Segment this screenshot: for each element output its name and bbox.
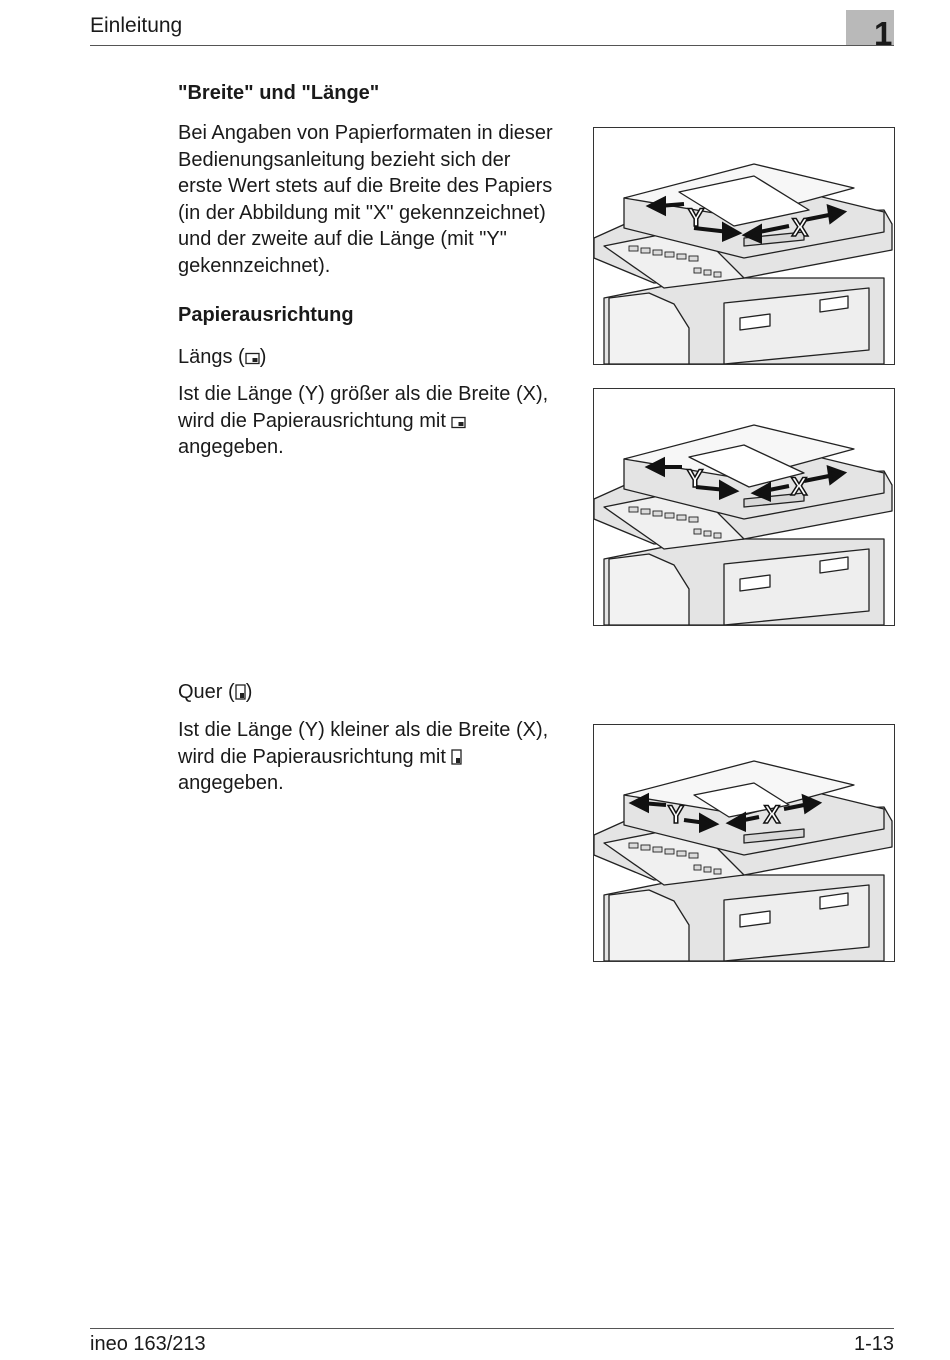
paragraph-line-text: wird die Papierausrichtung mit [178, 409, 446, 432]
paragraph-laengs: Ist die Länge (Y) größer als die Breite … [178, 381, 583, 461]
paragraph-line-text: wird die Papierausrichtung mit [178, 745, 446, 768]
landscape-orientation-icon [245, 352, 260, 365]
paragraph-line: und der zweite auf die Länge (mit "Y" [178, 228, 507, 250]
label-quer-suffix: ) [245, 681, 253, 703]
chapter-tab [846, 10, 894, 46]
paragraph-breite-laenge: Bei Angaben von Papierformaten in dieser… [178, 120, 583, 279]
heading-papierausrichtung: Papierausrichtung [178, 304, 354, 326]
paragraph-line: wird die Papierausrichtung mit [178, 744, 583, 771]
label-laengs: Längs () [178, 344, 266, 371]
figure-x-label: X [791, 473, 808, 501]
header-divider [90, 45, 894, 46]
paragraph-line: (in der Abbildung mit "X" gekennzeichnet… [178, 201, 546, 224]
paragraph-line: Bei Angaben von Papierformaten in dieser [178, 122, 553, 144]
paragraph-line: Ist die Länge (Y) größer als die Breite … [178, 383, 549, 405]
label-laengs-suffix: ) [259, 346, 267, 368]
footer-model: ineo 163/213 [90, 1333, 206, 1355]
paragraph-line: wird die Papierausrichtung mit [178, 408, 583, 435]
paragraph-line: gekennzeichnet). [178, 254, 331, 277]
chapter-number: 1 [874, 15, 893, 52]
figure-y-label: Y [687, 465, 704, 493]
paragraph-line: angegeben. [178, 436, 284, 458]
copier-figure-2: Y X [593, 388, 895, 626]
copier-illustration: Y X [594, 424, 893, 625]
figure-x-label: X [792, 214, 809, 242]
copier-illustration: Y X [594, 760, 893, 961]
portrait-orientation-icon [451, 748, 463, 765]
heading-breite-laenge: "Breite" und "Länge" [178, 82, 380, 104]
footer-page-number: 1-13 [853, 1333, 894, 1355]
paragraph-quer: Ist die Länge (Y) kleiner als die Breite… [178, 717, 583, 797]
copier-figure-3: Y X [593, 724, 895, 962]
paragraph-line: Bedienungsanleitung bezieht sich der [178, 148, 511, 171]
footer-divider [90, 1328, 894, 1329]
copier-illustration: Y X [594, 163, 893, 364]
label-quer: Quer () [178, 679, 252, 706]
figure-y-label: Y [688, 204, 705, 232]
portrait-orientation-icon [235, 684, 246, 700]
label-laengs-prefix: Längs ( [178, 346, 245, 368]
header-section-title: Einleitung [90, 14, 183, 37]
label-quer-prefix: Quer ( [178, 681, 235, 703]
landscape-orientation-icon [451, 416, 467, 428]
paragraph-line: erste Wert stets auf die Breite des Papi… [178, 175, 553, 197]
figure-y-label: Y [668, 801, 685, 829]
figure-x-label: X [764, 801, 781, 829]
paragraph-line: angegeben. [178, 772, 284, 794]
paragraph-line: Ist die Länge (Y) kleiner als die Breite… [178, 719, 549, 741]
copier-figure-1: Y X [593, 127, 895, 365]
